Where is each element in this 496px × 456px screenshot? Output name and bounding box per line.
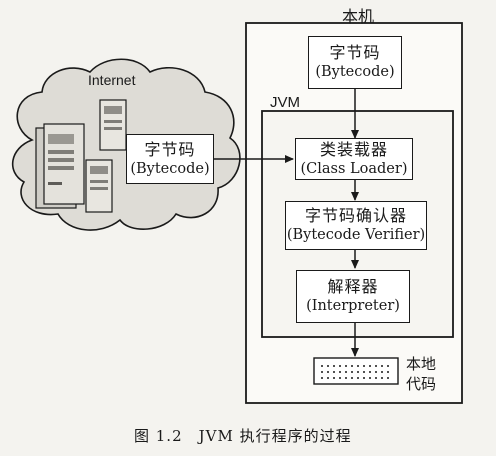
bytecode-verifier-box: 字节码确认器 (Bytecode Verifier): [285, 201, 427, 250]
local-bytecode-zh: 字节码: [329, 43, 381, 63]
internet-label: Internet: [88, 72, 136, 88]
jvm-label: JVM: [270, 94, 300, 111]
interpreter-en: (Interpreter): [306, 298, 400, 315]
class-loader-zh: 类装载器: [319, 139, 388, 159]
network-bytecode-zh: 字节码: [144, 139, 196, 159]
interpreter-box: 解释器 (Interpreter): [296, 270, 410, 323]
server-icon: [35, 123, 85, 209]
local-bytecode-box: 字节码 (Bytecode): [308, 36, 402, 89]
interpreter-zh: 解释器: [327, 277, 379, 297]
bytecode-verifier-en: (Bytecode Verifier): [286, 227, 426, 244]
class-loader-en: (Class Loader): [300, 160, 408, 177]
native-code-label: 本地代码: [406, 355, 437, 393]
bytecode-verifier-zh: 字节码确认器: [304, 206, 407, 226]
class-loader-box: 类装载器 (Class Loader): [295, 138, 413, 180]
native-code-icon: [313, 357, 399, 385]
server-icon-3: [85, 159, 113, 213]
figure-caption: 图 1.2 JVM 执行程序的过程: [134, 427, 352, 445]
server-icon-2: [99, 99, 127, 151]
network-bytecode-box: 字节码 (Bytecode): [126, 134, 214, 184]
network-bytecode-en: (Bytecode): [130, 160, 210, 177]
host-machine-label: 本机: [342, 7, 375, 26]
local-bytecode-en: (Bytecode): [315, 64, 395, 81]
